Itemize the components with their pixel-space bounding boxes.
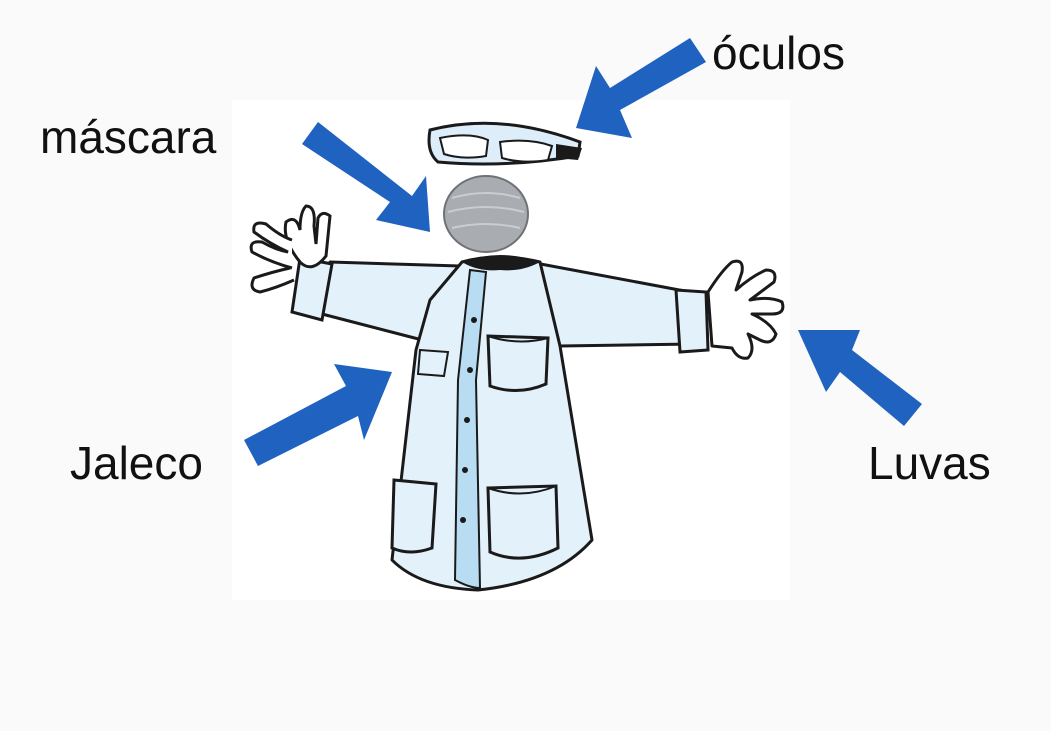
mascara-label: máscara [40, 114, 216, 160]
arrow-icon [798, 330, 922, 426]
oculos-label: óculos [712, 30, 845, 76]
luvas-label: Luvas [868, 440, 991, 486]
mask-icon [444, 176, 528, 252]
jaleco-label: Jaleco [70, 440, 203, 486]
